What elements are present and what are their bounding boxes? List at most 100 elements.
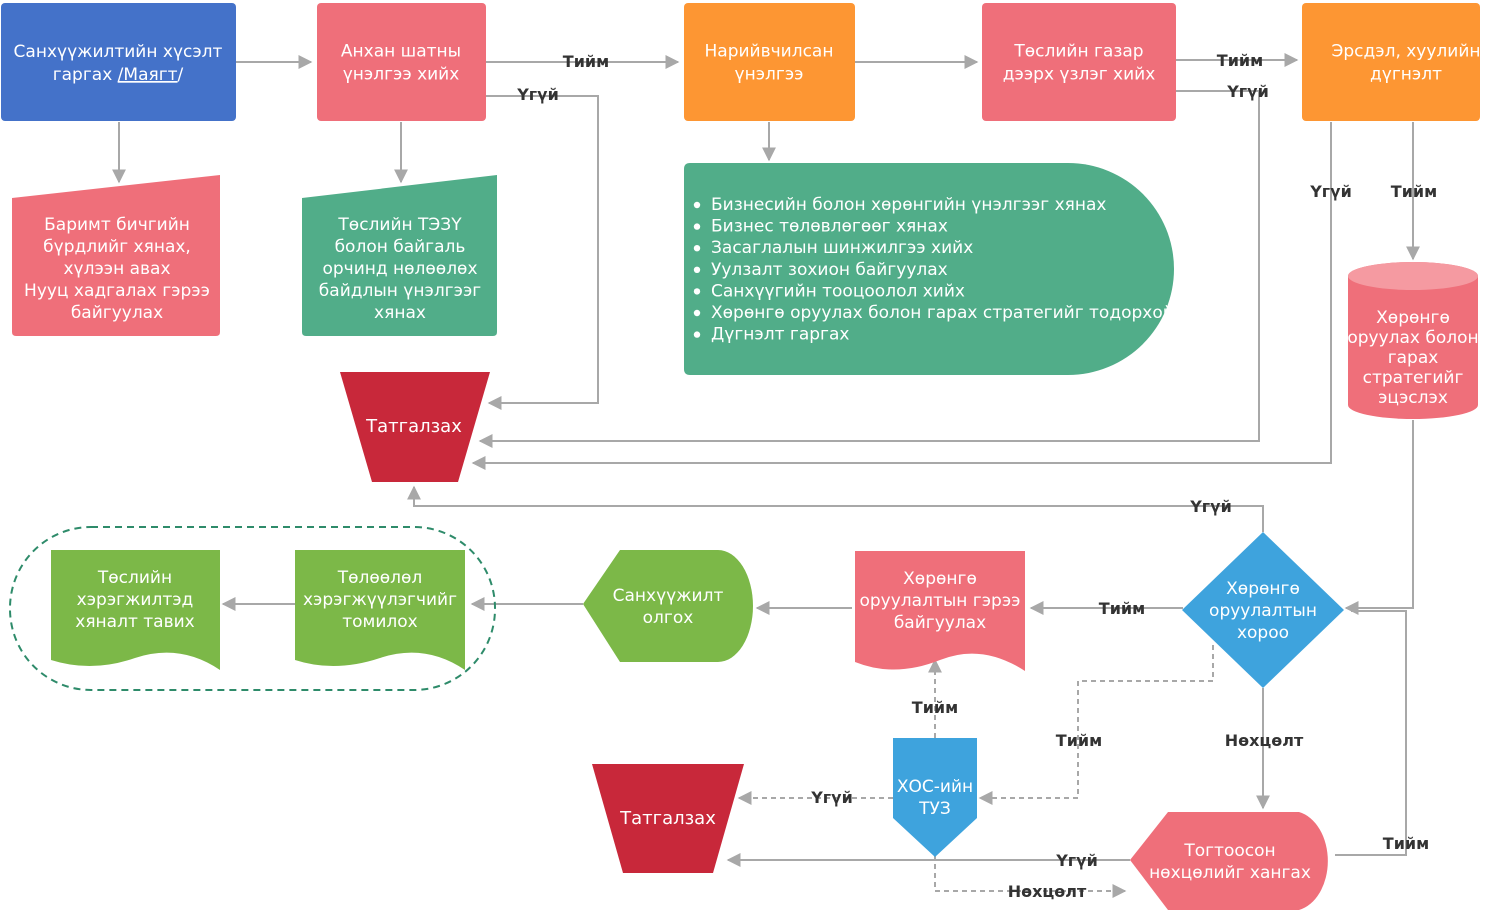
implementation-group-boundary [9,526,496,691]
node-risk-legal[interactable]: Эрсдэл, хуулийн дүгнэлт [1302,3,1481,121]
task-list: Бизнесийн болон хөрөнгийн үнэлгээг хянах… [693,195,1205,345]
edge-board-conditions [934,855,1127,898]
node-initial-eval[interactable]: Анхан шатны үнэлгээ хийх [317,3,486,121]
contract-line-2: оруулалтын гэрээ [859,591,1020,611]
edge-label-yes-4: Тийм [1099,599,1145,618]
contract-line-3: байгуулах [894,613,986,633]
board-line-1: ХОС-ийн [897,777,973,797]
task-bullet-icon [693,331,701,338]
edge-label-condition-2: Нөхцөлт [1008,882,1087,901]
edge-risk-reject [471,122,1332,470]
edge-label-yes-2: Тийм [1217,51,1263,70]
edge-label-no-6: Үгүй [1055,851,1098,870]
connectors [112,53,1420,898]
edge-committee-reject [407,485,1264,532]
request-text-2: гаргах /Маягт/ [53,65,184,85]
form-link[interactable]: /Маягт [118,65,178,85]
docs-line-4: Нууц хадгалах гэрээ [24,281,210,301]
edge-labels: Тийм Үгүй Тийм Үгүй Үгүй Тийм Үгүй Тийм … [516,51,1437,901]
monitor-line-3: хяналт тавих [75,612,194,632]
board-line-2: ТУЗ [918,799,951,819]
node-reject-1[interactable]: Татгалзах [340,372,490,482]
reject-2-label: Татгалзах [619,808,716,829]
request-text-1: Санхүүжилтийн хүсэлт [14,42,223,62]
edge-label-no-4: Үгүй [1189,497,1232,516]
task-bullet-icon [693,266,701,273]
task-item-2: Бизнес төлөвлөгөөг хянах [711,217,948,237]
site-visit-line-2: дээрх үзлэг хийх [1003,65,1156,85]
env-review-line-1: Төслийн ТЭЗҮ [337,215,462,235]
strategy-line-1: Хөрөнгө [1376,308,1450,328]
detailed-eval-line-1: Нарийвчилсан [705,42,834,62]
site-visit-line-1: Төслийн газар [1013,42,1143,62]
funding-line-1: Санхүүжилт [613,586,724,606]
node-request[interactable]: Санхүүжилтийн хүсэлт гаргах /Маягт/ [1,3,236,121]
edge-site-reject [478,90,1260,448]
docs-line-2: бүрдлийг хянах, [43,237,191,257]
edge-label-yes-1: Тийм [563,52,609,71]
docs-line-1: Баримт бичгийн [44,215,190,235]
contract-line-1: Хөрөнгө [903,569,977,589]
conditions-line-2: нөхцөлийг хангах [1149,863,1311,883]
reject-1-label: Татгалзах [365,416,462,437]
committee-line-1: Хөрөнгө [1226,579,1300,599]
task-bullet-icon [693,245,701,252]
edge-label-yes-5: Тийм [912,698,958,717]
manager-line-1: Төлөөлөл [337,568,423,588]
edge-label-no-1: Үгүй [516,85,559,104]
strategy-line-2: оруулах болон [1347,328,1478,348]
risk-legal-line-1: Эрсдэл, хуулийн [1331,42,1480,62]
monitor-line-2: хэрэгжилтэд [77,590,194,610]
node-detailed-eval[interactable]: Нарийвчилсан үнэлгээ [684,3,855,121]
manager-line-2: хэрэгжүүлэгчийг [303,590,457,610]
edge-label-no-2: Үгүй [1226,82,1269,101]
task-item-7: Дүгнэлт гаргах [711,325,849,345]
edge-label-condition-1: Нөхцөлт [1225,731,1304,750]
task-bullet-icon [693,223,701,230]
detailed-eval-line-2: үнэлгээ [735,65,804,85]
env-review-line-5: хянах [374,303,426,323]
task-item-1: Бизнесийн болон хөрөнгийн үнэлгээг хянах [711,195,1106,215]
strategy-line-3: гарах [1388,348,1439,368]
initial-eval-line-2: үнэлгээ хийх [343,65,460,85]
monitor-line-1: Төслийн [97,568,172,588]
env-review-line-4: байдлын үнэлгээг [319,281,481,301]
env-review-line-3: орчинд нөлөөлөх [322,259,477,279]
task-bullet-icon [693,288,701,295]
node-site-visit[interactable]: Төслийн газар дээрх үзлэг хийх [982,3,1176,121]
node-tasks[interactable]: Бизнесийн болон хөрөнгийн үнэлгээг хянах… [684,163,1205,375]
initial-eval-line-1: Анхан шатны [341,42,461,62]
edge-label-no-5: Үгүй [810,788,853,807]
task-item-3: Засаглалын шинжилгээ хийх [711,238,973,258]
task-item-6: Хөрөнгө оруулах болон гарах стратегийг т… [711,303,1205,323]
edge-committee-board [978,645,1214,805]
docs-line-5: байгуулах [71,303,163,323]
task-item-5: Санхүүгийн тооцоолол хийх [711,281,965,301]
edge-strategy-committee [1344,420,1414,615]
edge-initial-reject [486,95,599,410]
strategy-line-4: стратегийг [1363,368,1464,388]
funding-line-2: олгох [643,608,694,628]
task-item-4: Уулзалт зохион байгуулах [711,260,948,280]
manager-line-3: томилох [342,612,418,632]
edge-label-yes-6: Тийм [1056,731,1102,750]
node-reject-2[interactable]: Татгалзах [592,764,744,873]
edge-conditions-committee [1335,610,1407,856]
strategy-line-5: эцэслэх [1378,388,1448,408]
task-bullet-icon [693,309,701,317]
risk-legal-line-2: дүгнэлт [1370,65,1442,85]
env-review-line-2: болон байгаль [335,237,466,257]
committee-line-2: оруулалтын [1209,601,1317,621]
edge-label-yes-7: Тийм [1383,834,1429,853]
